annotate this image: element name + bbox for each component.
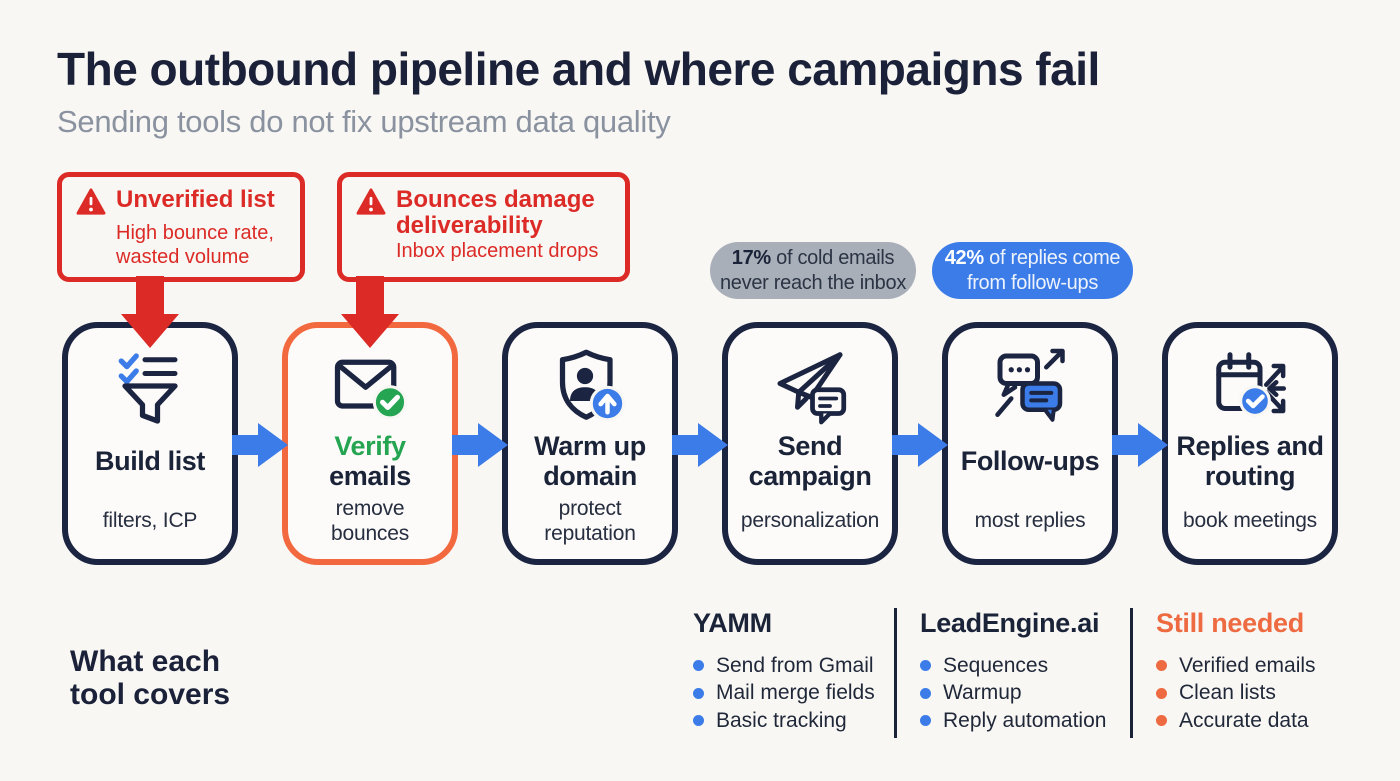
bullet-icon: [1156, 715, 1167, 727]
shield-person-up-icon: [550, 342, 630, 430]
tool-item-label: Reply automation: [943, 708, 1107, 732]
stage-title: Send campaign: [748, 431, 872, 491]
tool-item: Send from Gmail: [693, 652, 875, 680]
stat-text: of cold emails: [770, 246, 895, 269]
tool-item-label: Verified emails: [1179, 653, 1316, 677]
tool-column-yamm: YAMM Send from Gmail Mail merge fields B…: [693, 608, 875, 735]
tool-name: LeadEngine.ai: [920, 608, 1100, 638]
stage-subtitle: most replies: [974, 509, 1086, 532]
stage-card-follow-ups: Follow-ups most replies: [942, 322, 1118, 565]
tool-item: Clean lists: [1156, 680, 1316, 708]
column-divider: [1130, 608, 1133, 738]
warning-box-bounces: Bounces damage deliverability Inbox plac…: [337, 172, 630, 282]
warning-triangle-icon: [356, 188, 386, 221]
bullet-icon: [693, 687, 704, 699]
page-subtitle: Sending tools do not fix upstream data q…: [57, 104, 671, 139]
stat-text: of replies come: [983, 246, 1121, 269]
funnel-checklist-icon: [110, 342, 190, 430]
stage-title: Warm up domain: [534, 431, 646, 491]
bullet-icon: [693, 660, 704, 672]
warning-text-line: Inbox placement drops: [396, 240, 599, 262]
tool-item-label: Sequences: [943, 653, 1049, 677]
warning-title: Bounces damage deliverability: [396, 186, 595, 239]
warning-box-unverified-list: Unverified list High bounce rate, wasted…: [57, 172, 305, 282]
paper-plane-message-icon: [770, 342, 850, 430]
calendar-routing-icon: [1210, 342, 1290, 430]
stage-card-verify-emails: Verify emails remove bounces: [282, 322, 458, 565]
blue-right-arrow-icon: [232, 419, 288, 476]
stage-title-rest: emails: [329, 461, 411, 491]
tool-column-leadengine: LeadEngine.ai Sequences Warmup Reply aut…: [920, 608, 1106, 735]
tool-item: Sequences: [920, 652, 1106, 680]
stage-card-build-list: Build list filters, ICP: [62, 322, 238, 565]
envelope-check-icon: [330, 342, 410, 430]
blue-right-arrow-icon: [452, 419, 508, 476]
tool-item: Warmup: [920, 680, 1106, 708]
stage-subtitle: remove bounces: [331, 496, 409, 545]
tool-item-label: Send from Gmail: [716, 653, 874, 677]
stat-badge-followups: 42% of replies come from follow-ups: [932, 242, 1133, 299]
stage-title: Replies and routing: [1176, 431, 1324, 491]
tool-name: Still needed: [1156, 608, 1304, 638]
bullet-icon: [1156, 687, 1167, 699]
bullet-icon: [920, 687, 931, 699]
tool-item-label: Mail merge fields: [716, 681, 875, 705]
stage-subtitle: book meetings: [1183, 509, 1317, 532]
blue-right-arrow-icon: [672, 419, 728, 476]
tools-label-line: What each: [70, 645, 221, 678]
warning-title: Unverified list: [116, 186, 275, 213]
tool-item: Reply automation: [920, 707, 1106, 735]
blue-right-arrow-icon: [1112, 419, 1168, 476]
tool-column-still-needed: Still needed Verified emails Clean lists…: [1156, 608, 1316, 735]
tool-item: Basic tracking: [693, 707, 875, 735]
bullet-icon: [920, 715, 931, 727]
stage-card-send-campaign: Send campaign personalization: [722, 322, 898, 565]
warning-text-line: High bounce rate,: [116, 222, 274, 244]
bullet-icon: [920, 660, 931, 672]
tools-section-label: What each tool covers: [70, 645, 230, 711]
stat-value: 42%: [944, 246, 984, 269]
tool-item: Accurate data: [1156, 707, 1316, 735]
page-title: The outbound pipeline and where campaign…: [57, 43, 1100, 95]
bullet-icon: [1156, 660, 1167, 672]
tools-label-line: tool covers: [70, 678, 231, 711]
stage-subtitle: personalization: [740, 509, 880, 532]
bullet-icon: [693, 715, 704, 727]
red-down-arrow-icon: [341, 276, 399, 355]
stage-subtitle: protect reputation: [544, 496, 636, 545]
stat-badge-deliverability: 17% of cold emails never reach the inbox: [710, 242, 916, 299]
warning-text-line: wasted volume: [116, 246, 250, 268]
tool-item-label: Basic tracking: [716, 708, 847, 732]
tool-item: Mail merge fields: [693, 680, 875, 708]
stat-text: never reach the inbox: [719, 271, 907, 294]
stage-title: Follow-ups: [960, 446, 1100, 476]
stage-title: Verify emails: [329, 430, 411, 492]
stage-title-accent: Verify: [334, 431, 406, 461]
stat-text: from follow-ups: [966, 271, 1099, 294]
stage-card-replies-routing: Replies and routing book meetings: [1162, 322, 1338, 565]
chat-bubbles-arrow-icon: [990, 342, 1070, 430]
stage-card-warm-up-domain: Warm up domain protect reputation: [502, 322, 678, 565]
red-down-arrow-icon: [121, 276, 179, 355]
warning-triangle-icon: [76, 188, 106, 221]
stage-subtitle: filters, ICP: [102, 509, 198, 532]
stat-value: 17%: [731, 246, 771, 269]
column-divider: [894, 608, 897, 738]
tool-item: Verified emails: [1156, 652, 1316, 680]
blue-right-arrow-icon: [892, 419, 948, 476]
stage-title: Build list: [95, 446, 205, 476]
tool-name: YAMM: [693, 608, 772, 638]
tool-item-label: Clean lists: [1179, 681, 1276, 705]
tool-item-label: Accurate data: [1179, 708, 1309, 732]
tool-item-label: Warmup: [943, 681, 1022, 705]
